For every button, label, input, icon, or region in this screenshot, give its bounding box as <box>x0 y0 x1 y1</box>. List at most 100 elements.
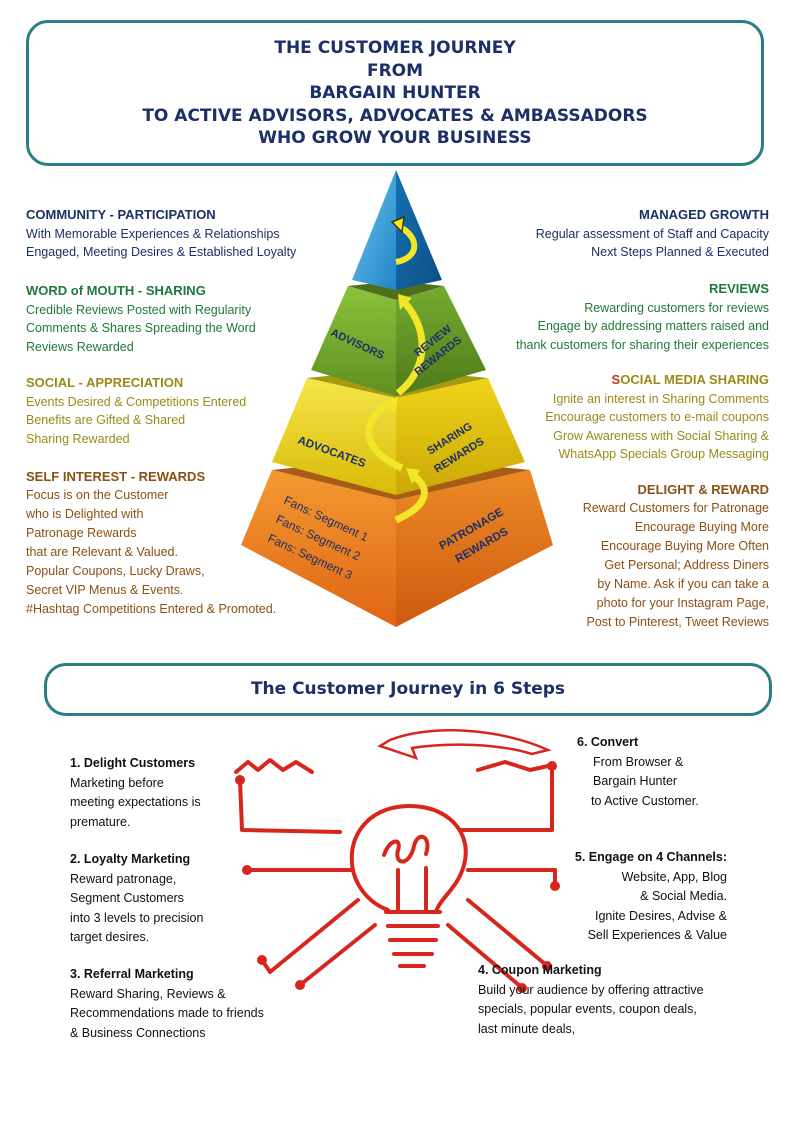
section-line: Get Personal; Address Diners <box>604 558 769 572</box>
ray-end-dot <box>295 980 305 990</box>
self-interest-section: SELF INTEREST - REWARDS Focus is on the … <box>26 467 276 619</box>
social-media-sharing-section: SOCIAL MEDIA SHARING Ignite an interest … <box>545 371 769 464</box>
managed-growth-section: MANAGED GROWTH Regular assessment of Sta… <box>536 206 769 262</box>
step-line: into 3 levels to precision <box>70 910 204 925</box>
section-heading: SOCIAL MEDIA SHARING <box>545 371 769 390</box>
section-line: Secret VIP Menus & Events. <box>26 583 184 597</box>
ray-end-dot <box>550 881 560 891</box>
section-heading: SOCIAL - APPRECIATION <box>26 375 184 390</box>
title-line-3: BARGAIN HUNTER <box>309 83 481 103</box>
ray-end-dot <box>235 775 245 785</box>
tier-green-left <box>311 286 396 396</box>
section-line: Encourage Buying More Often <box>600 539 769 553</box>
step-line: Recommendations made to friends <box>70 1006 264 1020</box>
section-line: who is Delighted with <box>26 507 144 521</box>
section-line: Grow Awareness with Social Sharing & <box>553 428 769 443</box>
ray-left-upper <box>238 778 342 834</box>
section-line: Next Steps Planned & Executed <box>591 245 769 259</box>
step-line: Sell Experiences & Value <box>587 928 727 942</box>
step-2: 2. Loyalty Marketing Reward patronage, S… <box>70 850 203 948</box>
step-line: to Active Customer. <box>591 793 699 808</box>
step-4: 4. Coupon Marketing Build your audience … <box>478 961 704 1039</box>
section-heading: SELF INTEREST - REWARDS <box>26 469 206 484</box>
section-heading: REVIEWS <box>709 281 769 296</box>
lightbulb-icon <box>234 729 560 993</box>
title-line-4: TO ACTIVE ADVISORS, ADVOCATES & AMBASSAD… <box>142 105 648 126</box>
ray-right-upper <box>458 766 554 832</box>
step-5: 5. Engage on 4 Channels: Website, App, B… <box>575 848 727 946</box>
subtitle-box: The Customer Journey in 6 Steps <box>44 663 772 716</box>
step-line: premature. <box>70 814 131 829</box>
section-line: Ignite an interest in Sharing Comments <box>552 391 769 406</box>
community-participation-section: COMMUNITY - PARTICIPATION With Memorable… <box>26 206 296 262</box>
section-line: #Hashtag Competitions Entered & Promoted… <box>26 602 277 616</box>
tier-blue-left <box>352 170 396 290</box>
step-line: & Business Connections <box>70 1025 206 1040</box>
section-line: thank customers for sharing their experi… <box>516 337 769 352</box>
step-heading: 2. Loyalty Marketing <box>70 852 191 866</box>
step-line: Ignite Desires, Advise & <box>594 908 727 923</box>
pyramid-diagram: ADVISORS REVIEW REWARDS ADVOCATES SHARIN… <box>241 170 553 627</box>
ray-left-diag <box>260 898 360 974</box>
tier-orange-left <box>241 470 396 627</box>
tier-yellow-left <box>272 378 396 495</box>
step-line: Bargain Hunter <box>593 774 678 788</box>
tier-orange-right <box>396 470 553 627</box>
bulb-filament <box>382 834 430 914</box>
bulb-base <box>384 910 442 968</box>
step-line: From Browser & <box>593 754 684 769</box>
step-line: Reward patronage, <box>70 871 177 886</box>
step-heading: 5. Engage on 4 Channels: <box>574 850 727 864</box>
section-line: WhatsApp Specials Group Messaging <box>558 447 769 461</box>
section-line: Encourage customers to e-mail coupons <box>545 410 769 424</box>
ray-end-dot <box>242 865 252 875</box>
section-heading: DELIGHT & REWARD <box>637 482 769 497</box>
section-line: Rewarding customers for reviews <box>584 300 769 315</box>
ray-top-left <box>234 758 314 774</box>
section-line: Encourage Buying More <box>634 520 769 534</box>
step-1: 1. Delight Customers Marketing before me… <box>70 754 201 832</box>
section-line: Focus is on the Customer <box>26 488 169 502</box>
section-heading: COMMUNITY - PARTICIPATION <box>26 207 216 222</box>
ray-top-right <box>476 760 550 772</box>
section-line: Post to Pinterest, Tweet Reviews <box>586 615 770 629</box>
bulb-globe <box>349 804 468 914</box>
step-heading: 6. Convert <box>577 735 639 749</box>
arrow-curve-middle <box>395 294 426 396</box>
section-line: that are Relevant & Valued. <box>26 545 178 559</box>
section-heading: MANAGED GROWTH <box>639 207 769 222</box>
step-line: Build your audience by offering attracti… <box>478 982 704 997</box>
step-3: 3. Referral Marketing Reward Sharing, Re… <box>70 965 264 1043</box>
section-line: Engage by addressing matters raised and <box>537 319 769 333</box>
section-line: Benefits are Gifted & Shared <box>26 413 186 427</box>
heading-rest: OCIAL MEDIA SHARING <box>620 372 769 387</box>
ray-end-dot <box>517 983 527 993</box>
delight-reward-section: DELIGHT & REWARD Reward Customers for Pa… <box>583 480 769 632</box>
section-line: Regular assessment of Staff and Capacity <box>535 226 769 241</box>
tier-yellow-right <box>396 378 525 495</box>
ray-end-dot <box>542 961 552 971</box>
ray-end-dot <box>257 955 267 965</box>
reviews-section: REVIEWS Rewarding customers for reviews … <box>516 280 769 354</box>
arrow-curve-lower <box>365 396 404 472</box>
step-line: target desires. <box>70 930 150 944</box>
arrow-curve-top <box>390 215 418 265</box>
word-of-mouth-section: WORD of MOUTH - SHARING Credible Reviews… <box>26 282 256 356</box>
step-line: specials, popular events, coupon deals, <box>478 1002 697 1016</box>
ray-right-lower <box>466 868 557 886</box>
section-line: Credible Reviews Posted with Regularity <box>26 302 252 317</box>
section-line: Reviews Rewarded <box>26 339 134 354</box>
ray-end-dot <box>547 761 557 771</box>
section-line: by Name. Ask if you can take a <box>597 577 769 591</box>
social-appreciation-section: SOCIAL - APPRECIATION Events Desired & C… <box>26 374 246 448</box>
step-6: 6. Convert From Browser & Bargain Hunter… <box>577 733 699 811</box>
title-line-5: WHO GROW YOUR BUSINESS <box>258 128 532 148</box>
section-line: Comments & Shares Spreading the Word <box>26 321 256 335</box>
step-heading: 4. Coupon Marketing <box>478 963 602 977</box>
convert-arrow <box>377 729 552 761</box>
tier-green-top <box>348 281 444 300</box>
step-line: Segment Customers <box>70 891 184 905</box>
section-line: Sharing Rewarded <box>26 431 130 446</box>
step-heading: 1. Delight Customers <box>70 756 196 770</box>
title-line-2: FROM <box>366 60 424 81</box>
